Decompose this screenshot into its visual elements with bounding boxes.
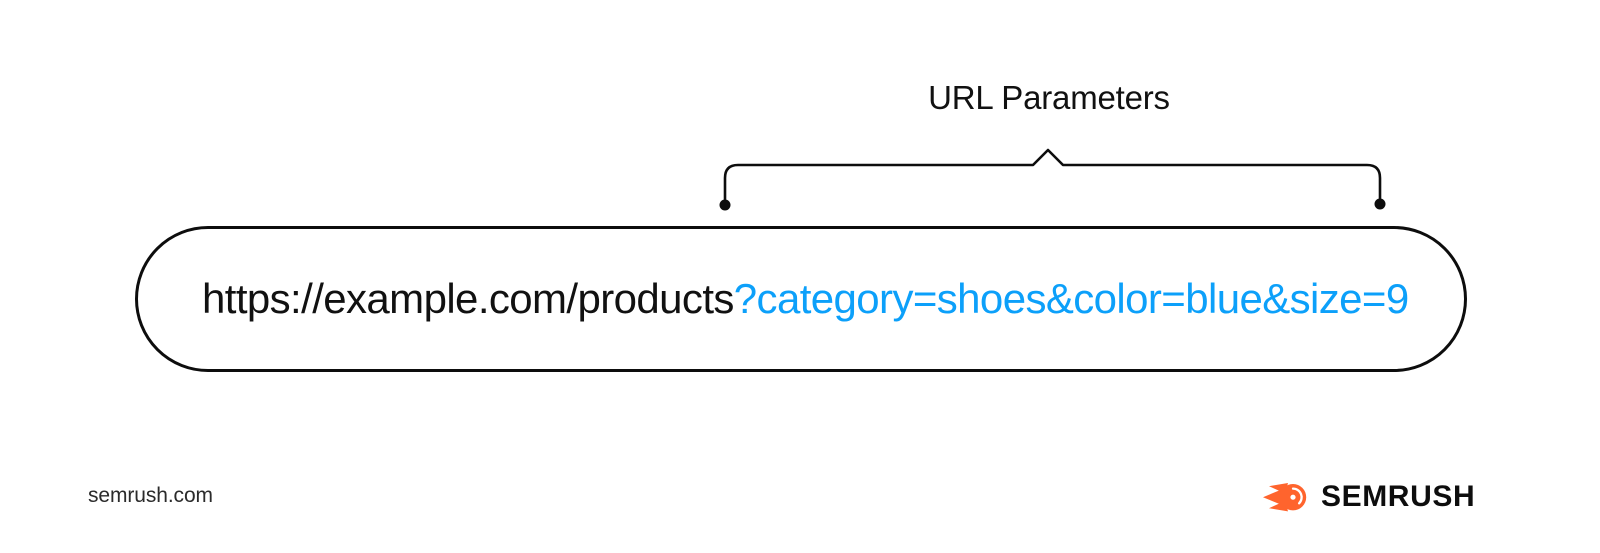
brace-left-endpoint-dot xyxy=(719,199,731,211)
footer-domain-text: semrush.com xyxy=(88,484,213,507)
semrush-logo: SEMRUSH xyxy=(1263,477,1475,517)
url-base-text: https://example.com/products xyxy=(202,275,734,322)
brace-connector xyxy=(719,148,1386,211)
semrush-wordmark-text: SEMRUSH xyxy=(1321,480,1476,513)
brace-path xyxy=(723,148,1382,207)
semrush-comet-icon xyxy=(1263,483,1307,512)
url-pill: https://example.com/products?category=sh… xyxy=(135,226,1467,372)
annotation-label: URL Parameters xyxy=(928,79,1170,116)
url-text: https://example.com/products?category=sh… xyxy=(138,274,1409,324)
url-parameters-text: ?category=shoes&color=blue&size=9 xyxy=(733,275,1409,322)
brace-right-endpoint-dot xyxy=(1374,198,1386,210)
